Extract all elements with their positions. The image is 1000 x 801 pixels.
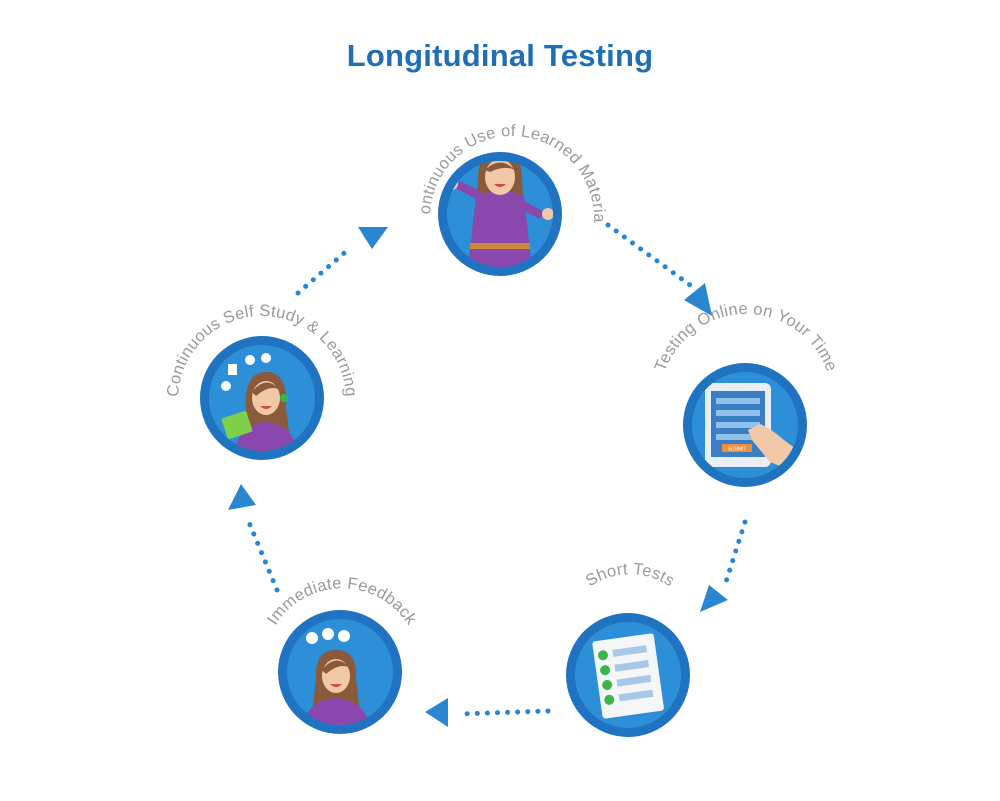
page-title: Longitudinal Testing: [346, 38, 654, 73]
stage-immediate-feedback: Immediate Feedback: [264, 574, 420, 734]
stage-self-study: Continuous Self Study & Learning: [164, 302, 360, 460]
stage-label-short-tests: Short Tests: [583, 560, 678, 590]
connector-use-to-online: [605, 222, 712, 316]
connector-study-to-use: [295, 227, 388, 296]
tablet-test-icon: SUBMIT: [705, 383, 798, 470]
connector-feedback-to-study: [228, 484, 280, 593]
cycle-connectors: [228, 222, 748, 727]
person-studying-icon: [221, 353, 300, 451]
checklist-icon: [592, 633, 664, 719]
submit-button-graphic: [722, 444, 752, 452]
connector-online-to-short: [700, 519, 748, 612]
person-feedback-icon: [300, 628, 372, 725]
stage-short-tests: Short Tests: [566, 560, 690, 737]
person-cheering-icon: [447, 161, 553, 267]
stage-testing-online: Testing Online on Your Time SUBMIT: [651, 300, 840, 487]
stage-continuous-use: Continuous Use of Learned Material: [0, 0, 608, 276]
connector-short-to-feedback: [425, 698, 551, 727]
stage-label-testing-online: Testing Online on Your Time: [651, 300, 840, 374]
submit-button-text: SUBMIT: [728, 447, 747, 453]
